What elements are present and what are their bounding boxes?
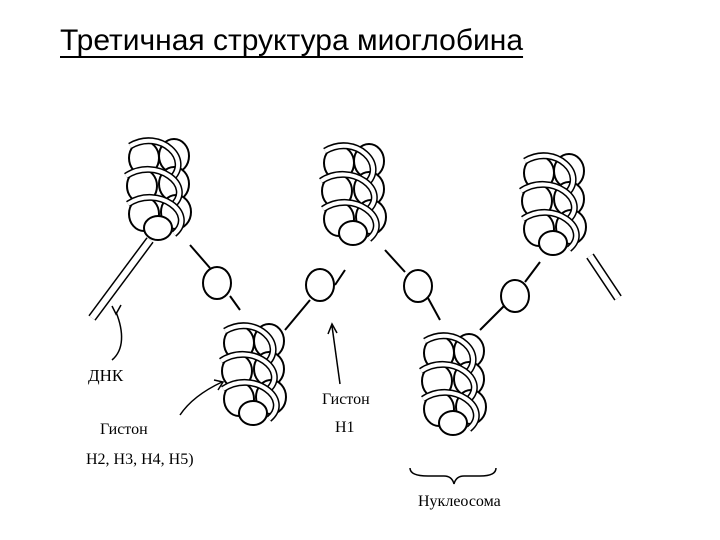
label-histone-types: H2, H3, H4, H5): [86, 451, 194, 468]
nucleosome-1: [126, 139, 191, 240]
label-dna: ДНК: [88, 366, 124, 385]
label-nucleosome: Нуклеосома: [418, 493, 501, 510]
label-histone-h1-line1: Гистон: [322, 391, 370, 408]
nucleosome-2: [221, 324, 286, 425]
nucleosome-3: [321, 144, 386, 245]
nucleosome-brace: [410, 468, 496, 484]
histone-h1-beads: [203, 267, 529, 312]
label-histone-h1-line2: H1: [335, 419, 355, 436]
nucleosome-4: [421, 334, 486, 435]
nucleosome-5: [521, 154, 586, 255]
linker-dna: [92, 240, 618, 330]
label-histone: Гистон: [100, 421, 148, 438]
